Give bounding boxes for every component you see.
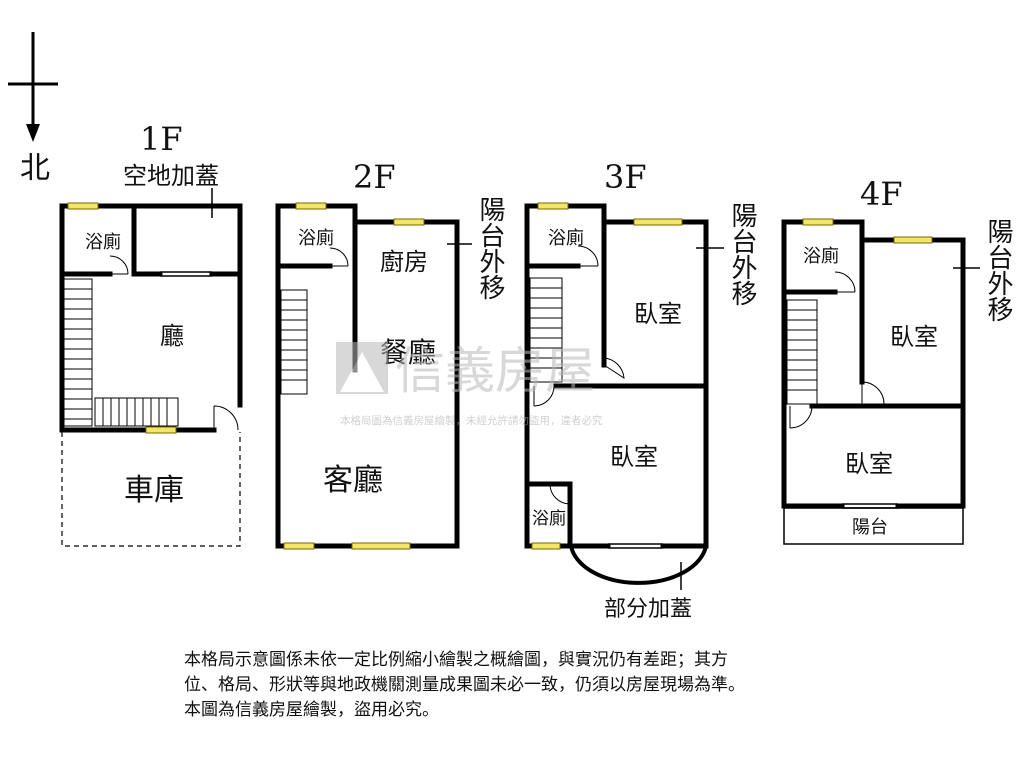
floor-2f-dining-label: 餐廳 (380, 336, 436, 369)
floor-3f-bath-door-top (577, 245, 599, 267)
floor-3f-bedroom-top-label: 臥室 (634, 300, 682, 328)
floor-1f-annex-label: 空地加蓋 (123, 162, 219, 190)
floor-3f-bedroom-bottom-label: 臥室 (610, 443, 658, 471)
floor-3f-bath-door-bottom (549, 483, 571, 505)
compass-arrow-icon (26, 124, 40, 142)
floor-3f-window-2 (633, 218, 683, 226)
floor-3f: 3F (524, 158, 757, 622)
compass-north-label: 北 (20, 151, 50, 186)
floor-2f-window-4 (351, 542, 411, 550)
floor-4f-stairs (786, 299, 818, 405)
floor-1f-garage-label: 車庫 (124, 473, 184, 508)
floor-4f-label: 4F (860, 175, 903, 213)
disclaimer-line-3: 本圖為信義房屋繪製，盜用必究。 (184, 700, 439, 720)
floor-1f-living-label: 廳 (160, 322, 184, 350)
watermark: 信義房屋 本格局圖為信義房屋繪製，未經允許請勿盜用，違者必究 (336, 342, 603, 427)
floor-3f-bath-top-label: 浴廁 (548, 227, 584, 249)
floor-4f-bath-door (834, 271, 856, 293)
floor-2f-living-label: 客廳 (323, 463, 383, 498)
floor-2f-label: 2F (353, 158, 396, 196)
floor-3f-stair-door (533, 385, 555, 407)
floor-3f-balcony-note: 陽台外移 (727, 202, 757, 306)
floor-4f-bedroom-bottom-label: 臥室 (845, 450, 893, 478)
floor-3f-window-1 (537, 202, 569, 210)
floor-4f-window-2 (893, 236, 933, 244)
floor-4f-stair-door (789, 405, 813, 429)
disclaimer-line-2: 位、格局、形狀等與地政機關測量成果圖未必一致，仍須以房屋現場為準。 (184, 675, 745, 695)
disclaimer-line-1: 本格局示意圖係未依一定比例縮小繪製之概繪圖，與實況仍有差距；其方 (184, 650, 728, 670)
floor-1f-bath-door (109, 255, 129, 275)
floor-1f-window-2 (145, 426, 177, 434)
floor-3f-partial-annex-label: 部分加蓋 (604, 597, 692, 622)
watermark-logo-icon (336, 342, 388, 394)
floor-1f-stairs (63, 278, 179, 427)
floor-3f-bath-bottom-label: 浴廁 (532, 508, 566, 529)
floor-4f-bedroom-top-label: 臥室 (890, 323, 938, 351)
floor-3f-bedroom-door (603, 357, 625, 379)
floor-1f-label: 1F (140, 120, 183, 158)
floor-2f-bath-door (329, 247, 349, 267)
watermark-brand: 信義房屋 (395, 342, 595, 400)
floor-1f-bath-label: 浴廁 (85, 231, 121, 253)
floor-4f-bedroom-door (861, 381, 885, 405)
floor-2f-stairs (280, 289, 308, 395)
compass: 北 (8, 32, 58, 186)
floor-4f-balcony-note: 陽台外移 (983, 218, 1013, 322)
floor-3f-partial-annex-arc (568, 543, 709, 585)
floor-1f-window-1 (67, 202, 99, 210)
watermark-notice: 本格局圖為信義房屋繪製，未經允許請勿盜用，違者必究 (340, 414, 603, 427)
disclaimer: 本格局示意圖係未依一定比例縮小繪製之概繪圖，與實況仍有差距；其方 位、格局、形狀… (184, 648, 924, 723)
floor-3f-stairs (529, 277, 563, 383)
floor-1f-front-door (213, 405, 239, 431)
floor-1f: 1F (59, 120, 243, 547)
floor-3f-label: 3F (604, 158, 647, 196)
floor-4f: 4F 浴廁 臥室 臥室 陽台 (781, 175, 1013, 545)
floor-2f-kitchen-label: 廚房 (380, 248, 428, 276)
floor-3f-window-3 (531, 542, 561, 550)
floor-4f-walls (781, 219, 966, 509)
floor-2f-window-1 (295, 202, 327, 210)
floor-2f: 2F 浴廁 廚房 餐廳 客廳 陽台外移 (275, 158, 505, 550)
floor-2f-window-2 (393, 218, 425, 226)
floor-4f-bath-label: 浴廁 (803, 245, 839, 267)
floor-2f-bath-label: 浴廁 (298, 227, 334, 249)
floor-2f-balcony-note: 陽台外移 (475, 196, 505, 300)
floor-4f-window-1 (802, 218, 834, 226)
floor-4f-balcony-label: 陽台 (852, 517, 888, 538)
floor-1f-garage-outline (61, 432, 241, 547)
floor-2f-window-3 (283, 542, 315, 550)
